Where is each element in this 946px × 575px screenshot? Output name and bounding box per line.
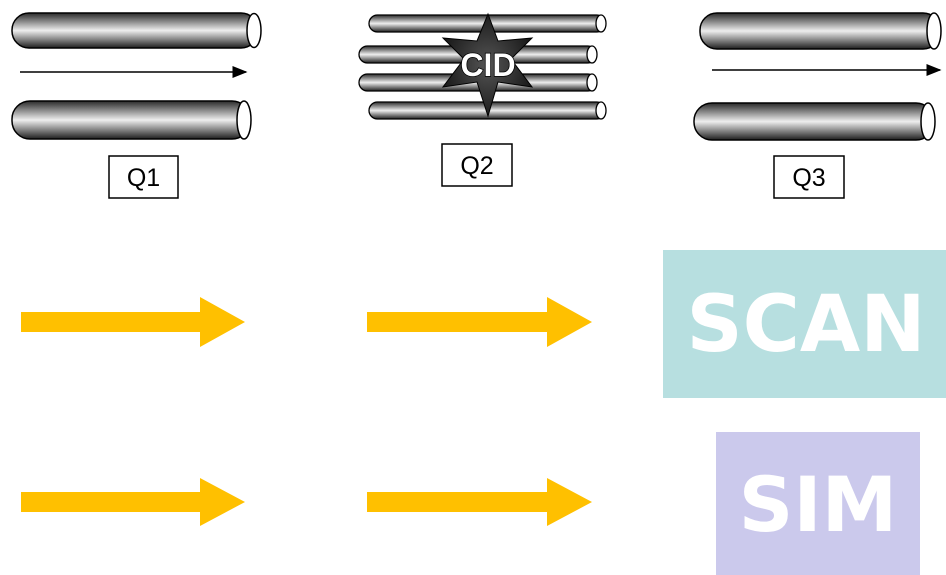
flow-arrow: [21, 297, 245, 347]
rod: [699, 12, 942, 50]
sim-row: SIM: [21, 432, 920, 575]
rod: [11, 100, 252, 140]
q3-label-box: [773, 155, 845, 199]
flow-arrow: [367, 297, 592, 347]
flow-arrow: [367, 478, 592, 526]
collision-star-icon: [441, 12, 534, 118]
scan-mode-label: SCAN: [686, 280, 925, 370]
sim-mode-box: [716, 432, 920, 575]
q3-label: Q3: [792, 164, 825, 192]
q1-label: Q1: [127, 164, 160, 192]
q2-label: Q2: [460, 152, 493, 180]
rod: [11, 12, 262, 49]
rod: [693, 102, 936, 141]
quadrupole-q2: CID Q2: [358, 12, 607, 187]
scan-mode-box: [663, 250, 946, 398]
sim-mode-label: SIM: [739, 460, 898, 549]
quadrupole-q3: Q3: [693, 12, 942, 199]
flow-arrow: [21, 478, 245, 526]
quadrupole-q1: Q1: [11, 12, 262, 199]
cid-label: CID: [460, 47, 515, 83]
q2-label-box: [441, 143, 513, 187]
scan-row: SCAN: [21, 250, 946, 398]
q1-label-box: [108, 155, 179, 199]
